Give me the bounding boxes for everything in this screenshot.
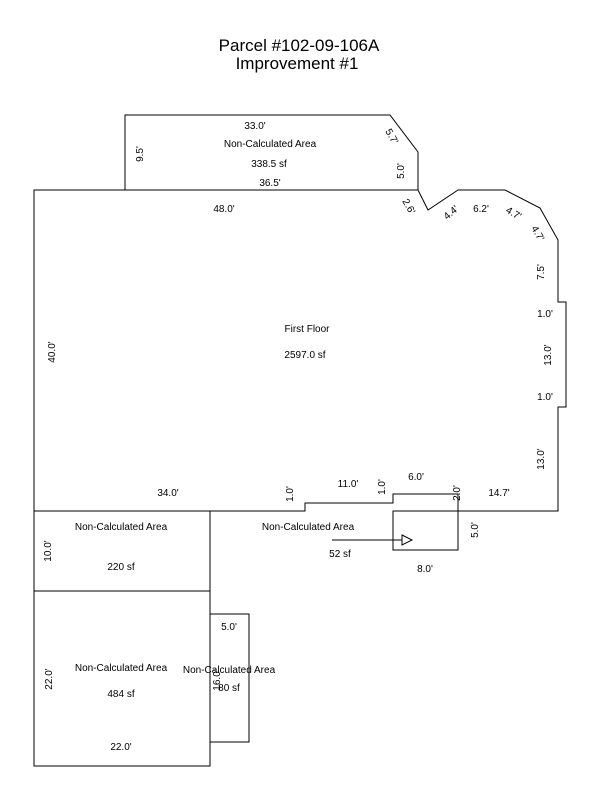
left-lower-area-size: 484 sf <box>107 689 134 700</box>
left-upper-area-name: Non-Calculated Area <box>75 522 168 533</box>
first-floor-outline <box>33 189 567 512</box>
main-area-name: First Floor <box>285 324 331 335</box>
dim-left-upper-side: 10.0' <box>43 540 54 561</box>
small-area-name: Non-Calculated Area <box>183 665 276 676</box>
sketch-title-parcel: Parcel #102-09-106A <box>219 36 380 55</box>
dim-step-10a: 1.0' <box>285 486 296 502</box>
dim-seg-62: 6.2' <box>473 204 489 215</box>
dim-diag-47b: 4.7' <box>528 224 545 243</box>
dim-left-lower-bottom: 22.0' <box>110 742 131 753</box>
dim-step-10b: 1.0' <box>377 479 388 495</box>
bottom-middle-area-name: Non-Calculated Area <box>262 522 355 533</box>
dim-top-area-right: 5.0' <box>396 163 407 179</box>
top-area-outline <box>124 114 419 191</box>
dim-bay-130: 13.0' <box>543 344 554 365</box>
dim-main-bottom-34: 34.0' <box>157 488 178 499</box>
dim-diag-44: 4.4' <box>442 204 461 223</box>
dim-top-area-top: 33.0' <box>244 121 265 132</box>
left-lower-area-outline <box>33 590 211 767</box>
dim-notch-80: 8.0' <box>417 564 433 575</box>
dim-small-top: 5.0' <box>221 622 237 633</box>
dim-bottom-147: 14.7' <box>488 488 509 499</box>
sketch-title-improvement: Improvement #1 <box>236 54 359 73</box>
dim-bay-10-bottom: 1.0' <box>537 392 553 403</box>
dim-right-130: 13.0' <box>536 448 547 469</box>
dim-main-top: 48.0' <box>213 204 234 215</box>
small-area-size: 80 sf <box>218 683 240 694</box>
main-area-size: 2597.0 sf <box>284 350 325 361</box>
dim-main-left: 40.0' <box>47 341 58 362</box>
dim-diag-26: 2.6' <box>399 197 416 216</box>
small-area-outline <box>209 613 250 743</box>
dim-notch-20: 2.0' <box>452 485 463 501</box>
dim-right-75: 7.5' <box>536 264 547 280</box>
dim-top-area-left: 9.5' <box>135 146 146 162</box>
dim-left-lower-side: 22.0' <box>44 668 55 689</box>
dim-bay-10-top: 1.0' <box>537 309 553 320</box>
dim-diag-47a: 4.7' <box>504 205 523 222</box>
notch-area-outline <box>392 510 459 551</box>
dim-notch-60: 6.0' <box>408 472 424 483</box>
left-lower-area-name: Non-Calculated Area <box>75 663 168 674</box>
arrow-head-icon <box>401 534 414 546</box>
dim-bottom-110: 11.0' <box>338 479 359 490</box>
left-upper-area-size: 220 sf <box>107 562 134 573</box>
dim-notch-50: 5.0' <box>470 522 481 538</box>
top-area-name: Non-Calculated Area <box>224 139 317 150</box>
dim-small-side: 16.0' <box>212 669 223 690</box>
dim-top-area-diag: 5.7' <box>382 127 399 146</box>
bottom-middle-area-size: 52 sf <box>329 549 351 560</box>
top-area-size: 338.5 sf <box>251 159 287 170</box>
dim-top-area-bottom: 36.5' <box>259 178 280 189</box>
